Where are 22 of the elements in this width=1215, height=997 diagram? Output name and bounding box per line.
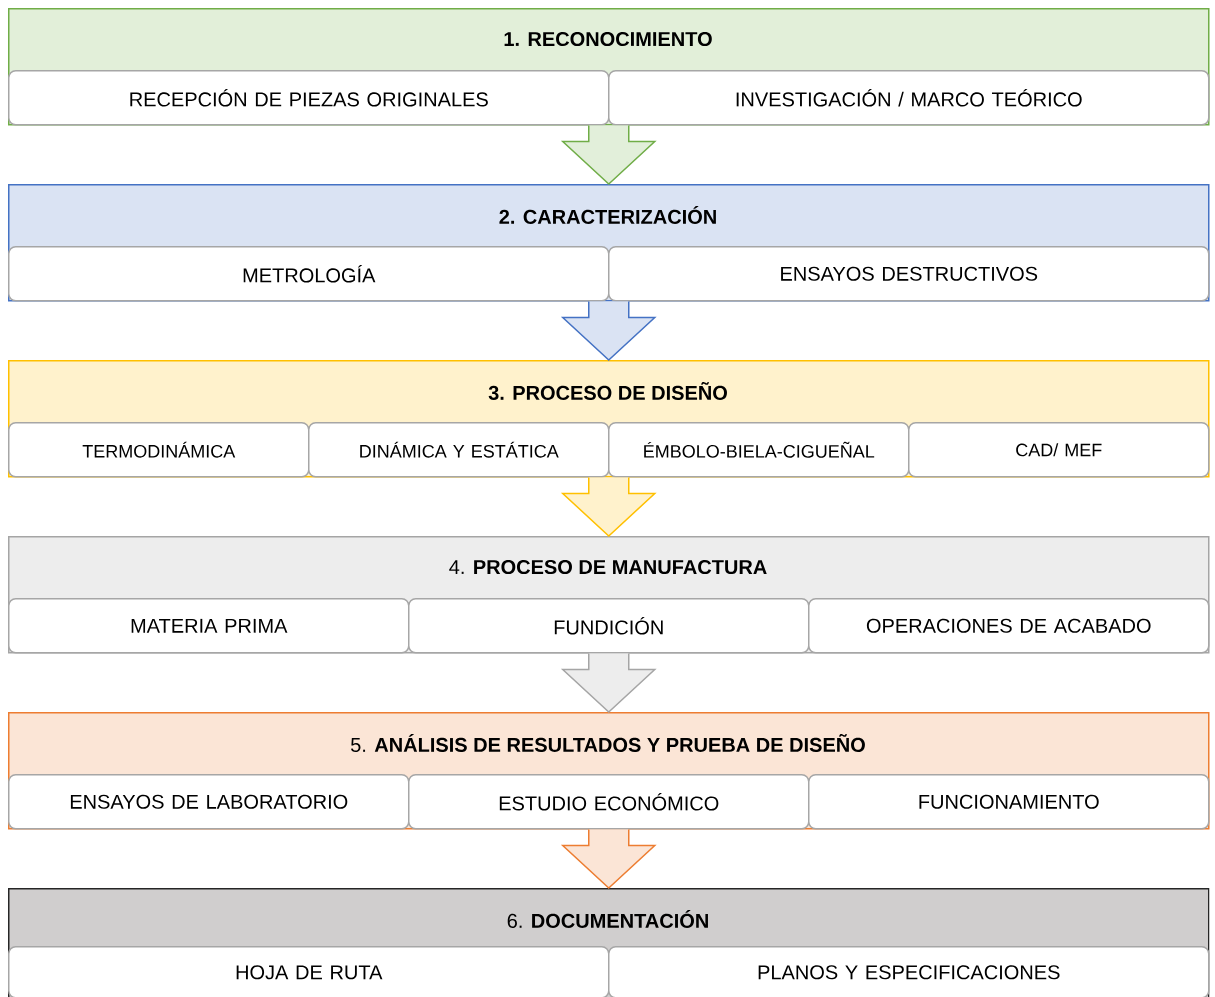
sub-box: INVESTIGACIÓN / MARCO TEÓRICO: [608, 70, 1210, 126]
block-arrow: [560, 652, 657, 714]
sub-box: TERMODINÁMICA: [8, 422, 310, 478]
sub-box: HOJA DE RUTA: [8, 946, 610, 997]
sub-box: DINÁMICA Y ESTÁTICA: [308, 422, 610, 478]
sub-box: RECEPCIÓN DE PIEZAS ORIGINALES: [8, 70, 610, 126]
block-arrow: [560, 476, 657, 538]
block-arrow: [560, 300, 657, 362]
node-label: HOJA DE RUTA: [236, 965, 383, 980]
sub-box: PLANOS Y ESPECIFICACIONES: [608, 946, 1210, 997]
sub-box: METROLOGÍA: [8, 246, 610, 302]
sub-box: FUNDICIÓN: [408, 598, 810, 654]
sub-box: OPERACIONES DE ACABADO: [808, 598, 1210, 654]
sub-box: MATERIA PRIMA: [8, 598, 410, 654]
sub-box: ENSAYOS DESTRUCTIVOS: [608, 246, 1210, 302]
sub-box: ÉMBOLO-BIELA-CIGUEÑAL: [608, 422, 910, 478]
sub-box: ESTUDIO ECONÓMICO: [408, 774, 810, 830]
sub-box: ENSAYOS DE LABORATORIO: [8, 774, 410, 830]
sub-box: CAD/ MEF: [908, 422, 1210, 478]
block-arrow: [560, 828, 657, 890]
block-arrow: [560, 124, 657, 186]
sub-box: FUNCIONAMIENTO: [808, 774, 1210, 830]
